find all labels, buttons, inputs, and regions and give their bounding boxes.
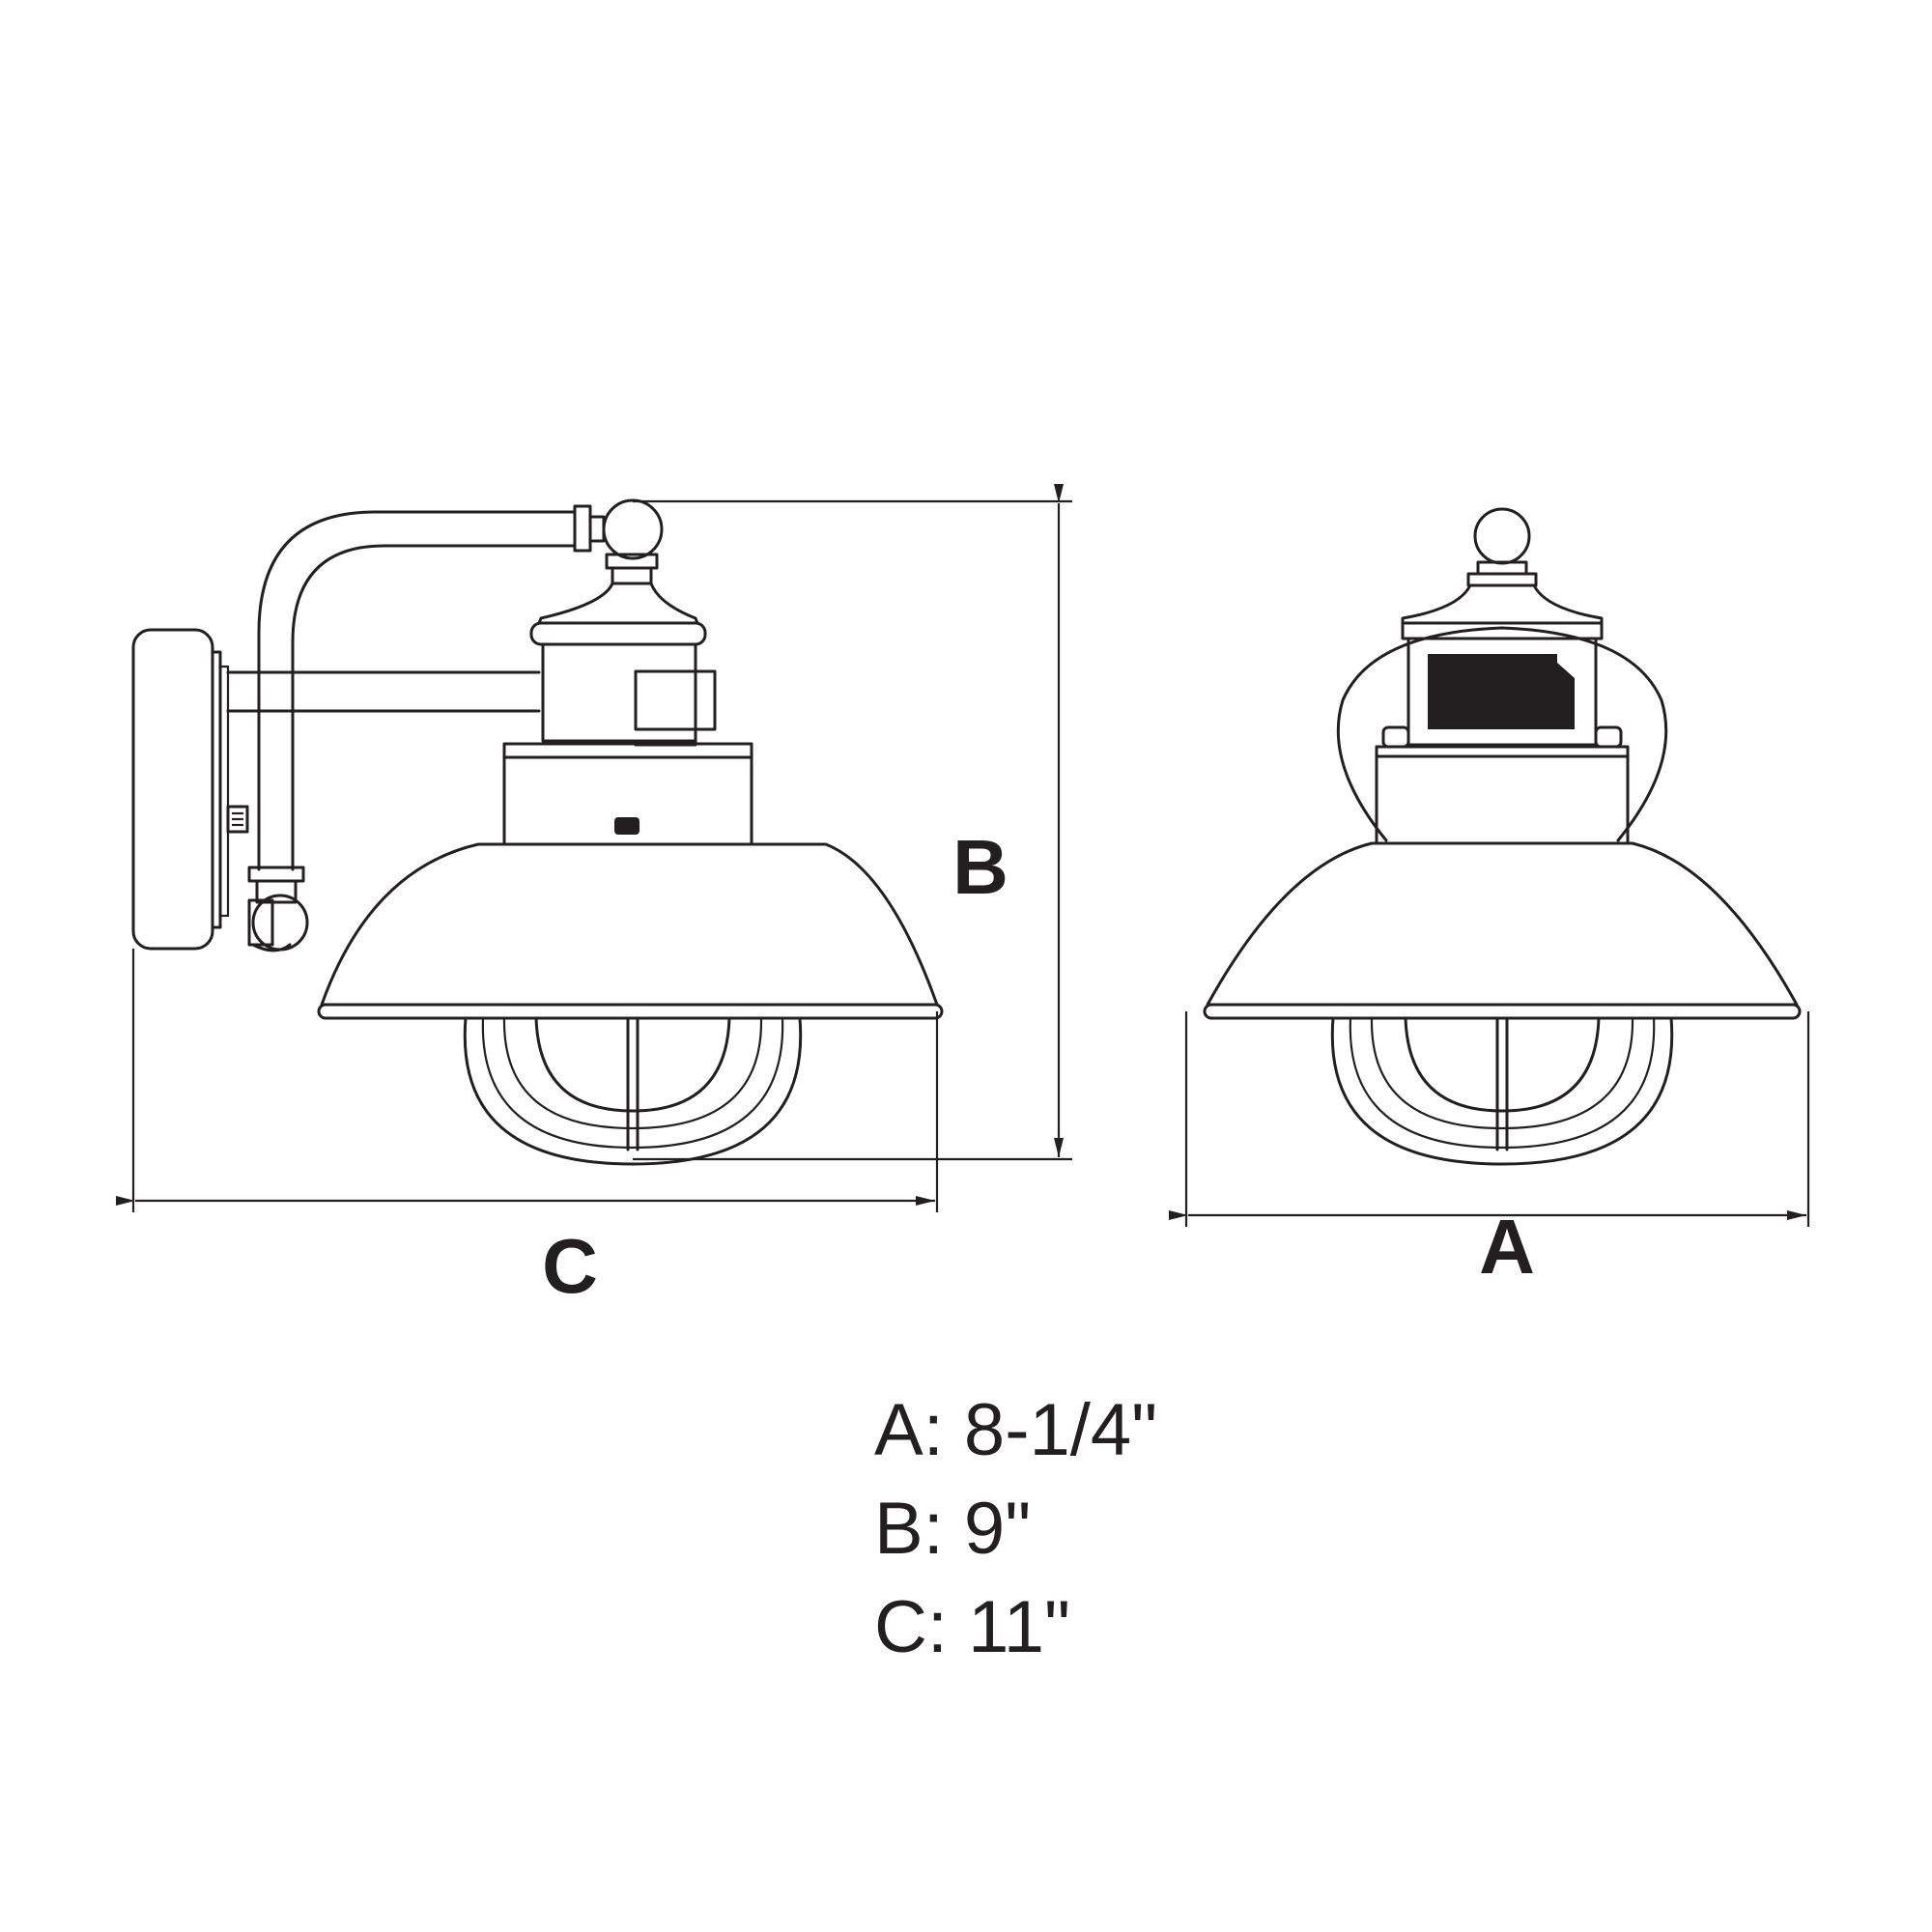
- dimension-b: B: [633, 484, 1072, 1161]
- legend-item-b: B: 9": [874, 1488, 1032, 1570]
- legend-item-a: A: 8-1/4": [874, 1389, 1158, 1471]
- front-view-lantern-icon: [1203, 507, 1802, 1166]
- dimension-a: A: [1169, 1011, 1810, 1290]
- dimension-label-c: C: [542, 1223, 598, 1309]
- legend-item-c: C: 11": [874, 1586, 1070, 1668]
- side-view-lantern-icon: [131, 498, 944, 1166]
- dimension-label-a: A: [1479, 1204, 1535, 1290]
- dimension-label-b: B: [952, 824, 1009, 910]
- dimension-c: C: [116, 949, 939, 1309]
- dimension-legend: A: 8-1/4" B: 9" C: 11": [874, 1381, 1157, 1677]
